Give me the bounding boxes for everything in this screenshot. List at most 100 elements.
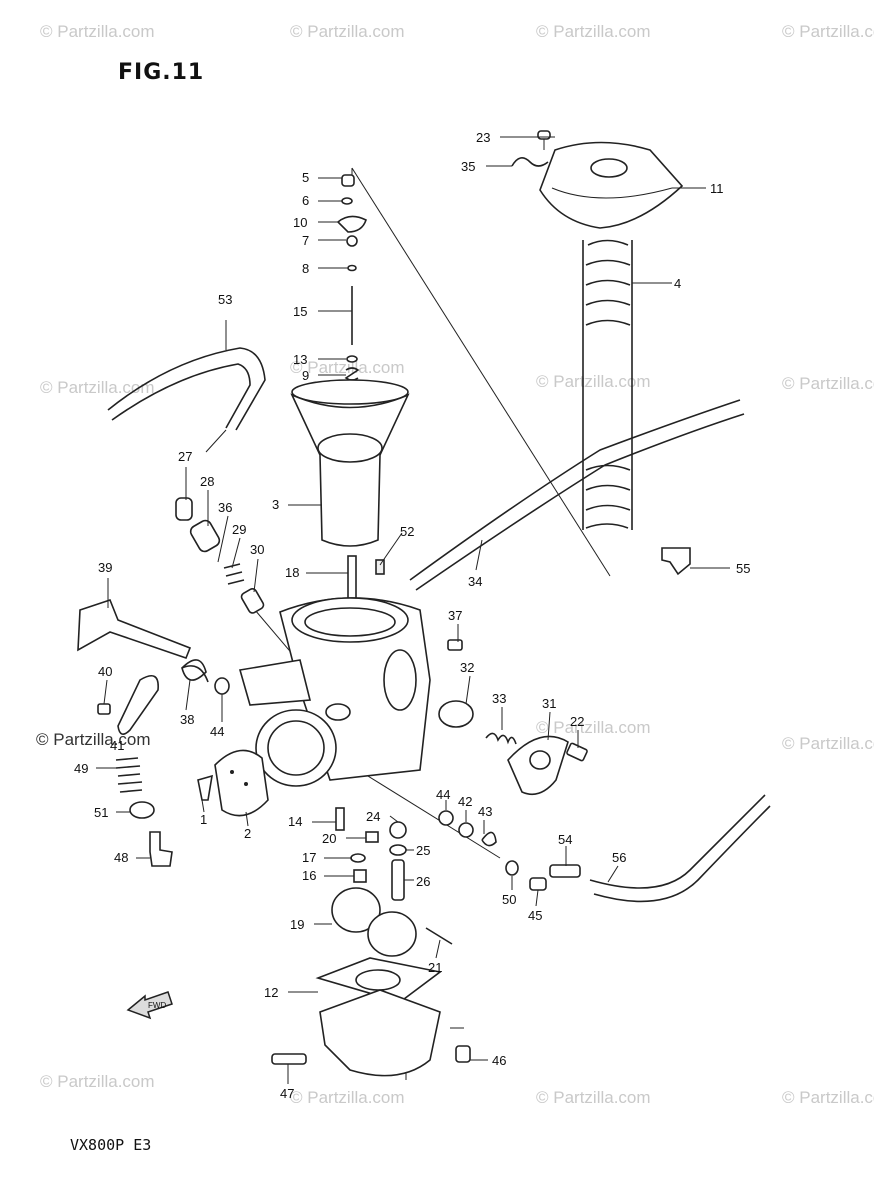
watermark: © Partzilla.com	[40, 22, 155, 41]
callout-11: 11	[710, 181, 724, 196]
callout-labels: 23 35 11 4 5 6 10 7 8 15 13 9 53 3 18 52…	[74, 130, 750, 1101]
callout-29: 29	[232, 522, 246, 537]
callout-42: 42	[458, 794, 472, 809]
washer-44	[438, 810, 454, 826]
spring-33	[485, 732, 517, 745]
callout-16: 16	[302, 868, 316, 883]
oring-25	[389, 844, 407, 856]
fitting-22	[566, 742, 588, 762]
callout-15: 15	[293, 304, 307, 319]
callout-53: 53	[218, 292, 232, 307]
fwd-label: FWD	[148, 1001, 166, 1010]
guide-line	[354, 767, 501, 859]
carburetor-top-cap	[539, 141, 684, 229]
washer-51	[129, 801, 155, 819]
guide-line	[351, 167, 611, 577]
callout-33: 33	[492, 691, 506, 706]
callout-54: 54	[558, 832, 572, 847]
vent-hose-53	[107, 347, 266, 431]
vent-hose-34	[409, 399, 745, 591]
fwd-arrow-icon: FWD	[126, 991, 173, 1020]
callout-2: 2	[244, 826, 251, 841]
callout-55: 55	[736, 561, 750, 576]
watermark: © Partzilla.com	[536, 22, 651, 41]
cap-24	[389, 821, 407, 839]
callout-41: 41	[110, 738, 124, 753]
callout-14: 14	[288, 814, 302, 829]
callout-31: 31	[542, 696, 556, 711]
callout-18: 18	[285, 565, 299, 580]
valve-26	[391, 859, 405, 901]
washer-42	[458, 822, 474, 838]
callout-46: 46	[492, 1053, 506, 1068]
screw-40	[97, 703, 111, 715]
screw-46	[455, 1045, 471, 1063]
callout-13: 13	[293, 352, 307, 367]
callout-27: 27	[178, 449, 192, 464]
callout-44-right: 44	[436, 787, 450, 802]
callout-25: 25	[416, 843, 430, 858]
carburetor-body	[238, 597, 431, 787]
callout-12: 12	[264, 985, 278, 1000]
leader-lines	[96, 136, 730, 1084]
washer-50	[505, 860, 519, 876]
screw-14	[335, 807, 345, 831]
pin-21	[425, 927, 453, 945]
diaphragm-spring	[582, 239, 633, 530]
callout-43: 43	[478, 804, 492, 819]
plunger-28	[189, 519, 221, 553]
clip-35	[511, 157, 549, 167]
needle-parts	[336, 174, 367, 381]
callout-21: 21	[428, 960, 442, 975]
watermark: © Partzilla.com	[782, 734, 874, 753]
callout-56: 56	[612, 850, 626, 865]
watermark: © Partzilla.com	[536, 372, 651, 391]
fitting-54	[549, 864, 581, 878]
bolt-45	[529, 877, 547, 891]
callout-38: 38	[180, 712, 194, 727]
watermark: © Partzilla.com	[782, 22, 874, 41]
callout-8: 8	[302, 261, 309, 276]
callout-22: 22	[570, 714, 584, 729]
throttle-shaft	[77, 599, 192, 660]
callout-28: 28	[200, 474, 214, 489]
screw-48	[149, 831, 173, 867]
washer-44-left	[214, 677, 230, 695]
cover-plate	[214, 749, 269, 817]
spring-29	[223, 563, 245, 585]
callout-52: 52	[400, 524, 414, 539]
callout-45: 45	[528, 908, 542, 923]
callout-37: 37	[448, 608, 462, 623]
watermark: © Partzilla.com	[40, 378, 155, 397]
screw-47	[271, 1053, 307, 1065]
jet-16	[353, 869, 367, 883]
screw-23	[537, 130, 551, 150]
callout-44-left: 44	[210, 724, 224, 739]
callout-30: 30	[250, 542, 264, 557]
floats	[331, 887, 417, 957]
callout-35: 35	[461, 159, 475, 174]
callout-10: 10	[293, 215, 307, 230]
callout-9: 9	[302, 368, 309, 383]
watermark: © Partzilla.com	[536, 718, 651, 737]
watermark: © Partzilla.com	[782, 374, 874, 393]
watermark: © Partzilla.com	[290, 358, 405, 377]
callout-19: 19	[290, 917, 304, 932]
watermark: © Partzilla.com	[290, 1088, 405, 1107]
callout-40: 40	[98, 664, 112, 679]
diaphragm-32	[438, 700, 474, 728]
spring-49	[115, 757, 143, 793]
bracket-55	[661, 547, 691, 576]
callout-1: 1	[200, 812, 207, 827]
plunger-30	[240, 588, 265, 614]
watermark: © Partzilla.com	[782, 1088, 874, 1107]
callout-7: 7	[302, 233, 309, 248]
watermark: © Partzilla.com	[536, 1088, 651, 1107]
callout-34: 34	[468, 574, 482, 589]
cap-27	[175, 497, 193, 521]
fitting-37	[447, 639, 463, 651]
callout-26: 26	[416, 874, 430, 889]
callout-20: 20	[322, 831, 336, 846]
callout-32: 32	[460, 660, 474, 675]
callout-17: 17	[302, 850, 316, 865]
